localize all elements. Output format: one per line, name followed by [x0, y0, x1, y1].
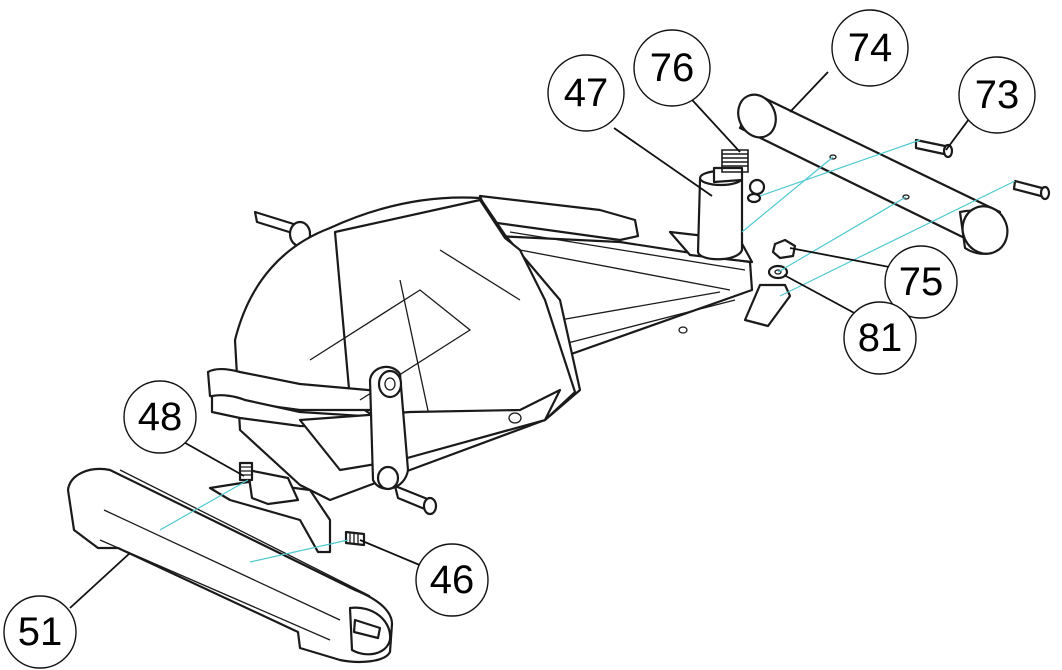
callout-76: 76 [633, 29, 711, 107]
seat-post-tube [668, 149, 766, 264]
callout-73-label: 73 [975, 73, 1020, 117]
bolt-48 [238, 461, 254, 482]
assembly-guides [159, 139, 1016, 563]
callout-74: 74 [831, 9, 909, 87]
nut-washer-75-81 [767, 238, 797, 280]
callout-46: 46 [415, 543, 489, 617]
callout-75: 75 [884, 245, 958, 319]
callout-76-label: 76 [650, 46, 695, 90]
callout-48: 48 [123, 380, 197, 454]
callout-47: 47 [547, 54, 625, 132]
front-stabilizer-bar [66, 467, 394, 663]
main-frame [206, 194, 792, 554]
leader-lines [69, 71, 973, 609]
callout-81-label: 81 [858, 316, 903, 360]
callout-46-label: 46 [430, 558, 475, 602]
callout-51: 51 [3, 595, 77, 669]
callout-48-label: 48 [138, 395, 183, 439]
callout-47-label: 47 [564, 71, 609, 115]
bolt-73 [914, 138, 1051, 201]
callout-74-label: 74 [848, 26, 893, 70]
callout-51-label: 51 [18, 610, 63, 654]
callout-75-label: 75 [899, 260, 944, 304]
rear-stabilizer-tube [737, 93, 1009, 255]
callout-73: 73 [958, 56, 1036, 134]
bolt-46 [344, 530, 366, 547]
callout-81: 81 [843, 301, 917, 375]
